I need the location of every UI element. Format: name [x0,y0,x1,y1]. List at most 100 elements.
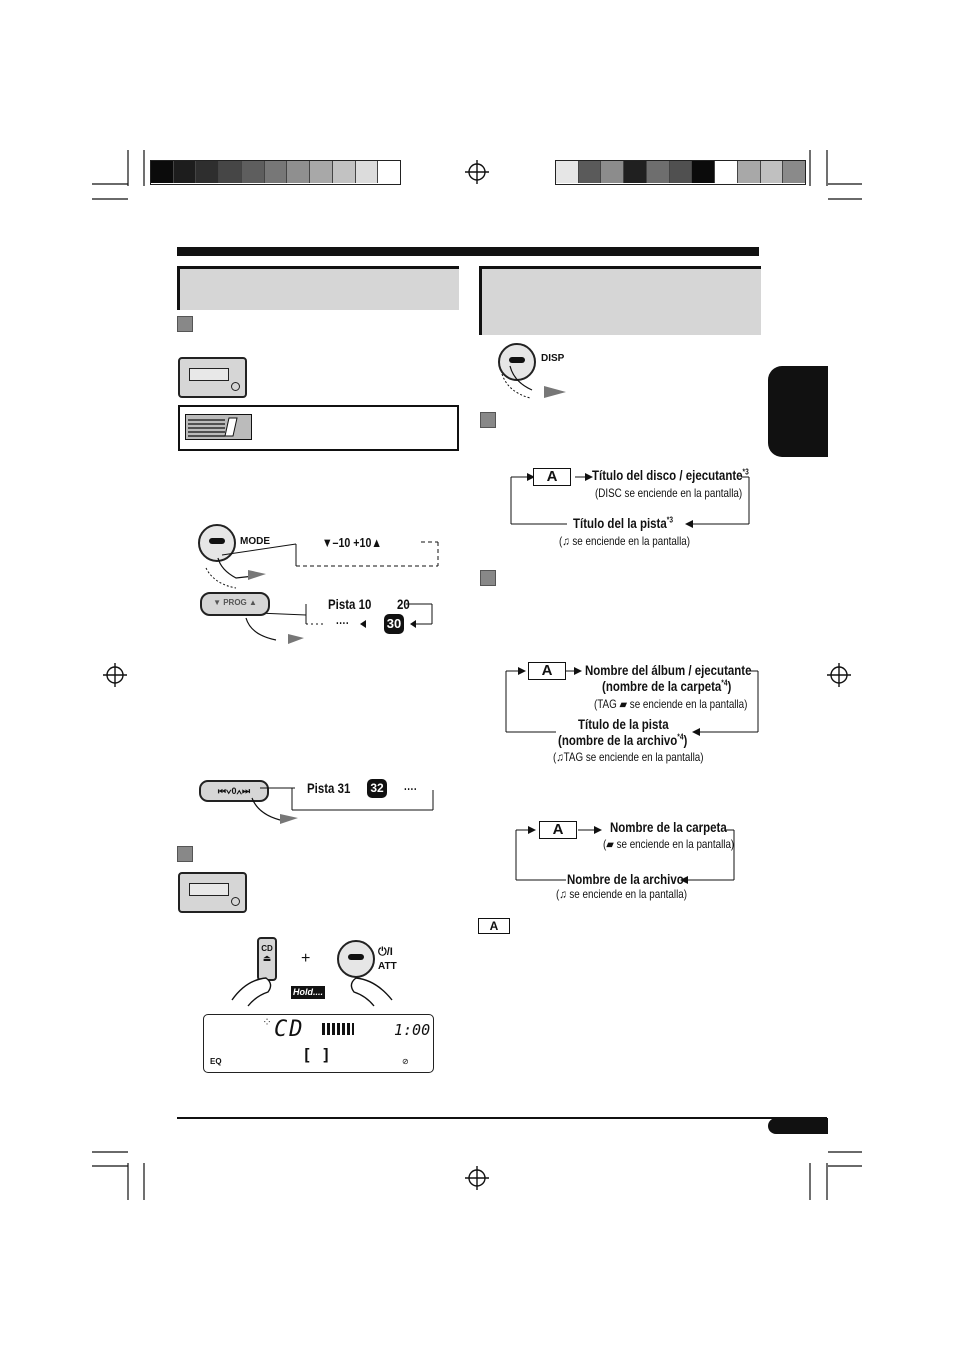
color-swatch [241,161,265,183]
flow-tag-line1b: (nombre de la carpeta*4) [602,678,731,694]
display-sparkle-icon: ⁘ [262,1015,273,1029]
prog-label: ▼ PROG ▲ [213,598,257,607]
flow-tag-line2: Título de la pista [578,716,669,732]
flow-cd-line1-sub: (DISC se enciende en la pantalla) [595,486,743,500]
flow-notag-arrows [515,826,735,884]
flow-tag-a-box: A [528,662,566,680]
plus-sign: + [301,950,311,967]
pista-badge: 30 [384,614,404,634]
mode-button[interactable] [198,524,236,562]
flow-tag-line2b: (nombre de la archivo*4) [558,732,687,748]
flow-cd-line2-sup: *3 [666,515,673,525]
color-bar-left [150,160,401,185]
language-tab [768,366,828,457]
color-swatch [264,161,288,183]
power-label: ⏻/I [378,946,393,958]
top-rule [177,247,759,256]
power-button[interactable] [337,940,375,978]
flow-tag-line2b-text: (nombre de la archivo [558,732,678,748]
skip-pista: Pista 31 [307,780,351,796]
flow-notag-line2-sub: (♫ se enciende en la pantalla) [556,887,688,901]
color-swatch [783,161,806,183]
pista-next: 20 [397,596,410,612]
flow-cd-arrows [510,473,750,528]
display-cd-text: CD [274,1017,305,1042]
indicator-icon [231,382,240,391]
page-number-tab [768,1118,828,1134]
color-swatch [355,161,379,183]
color-swatch [715,161,738,183]
button-bar-icon [209,538,225,544]
color-swatch [624,161,647,183]
flow-tag-line2b-sup: *4 [677,732,684,742]
flow-tag-line2-sub: (♫TAG se enciende en la pantalla) [553,750,704,764]
left-section-header [177,266,459,310]
color-swatch [601,161,625,183]
prog-button[interactable]: ▼ PROG ▲ [200,592,270,616]
color-swatch [287,161,311,183]
color-swatch [173,161,197,183]
color-swatch [332,161,356,183]
display-bottom: [ ] [302,1045,331,1064]
flow-cd-line1: Título del disco / ejecutante*3 [592,467,749,483]
flow-tag-line1b-sup: *4 [721,678,728,688]
disp-label: DISP [541,353,565,364]
button-bar-icon [509,357,525,363]
pista-dots: ···· [336,616,350,630]
cd-unit-icon [178,357,247,398]
flow-cd-line2-sub: (♫ se enciende en la pantalla) [559,534,691,548]
skip-button[interactable]: ⏮∨0∧⏭ [199,780,269,802]
footnote-a-box: A [478,918,510,934]
color-swatch [219,161,242,183]
display-clock-icon: ⊘ [402,1057,409,1066]
step-marker-3 [480,412,496,428]
display-bars-icon [322,1023,354,1035]
flow-tag-line1-sub: (TAG ▰ se enciende en la pantalla) [594,697,748,711]
color-swatch [692,161,716,183]
flow-notag-line1-sub: (▰ se enciende en la pantalla) [603,837,735,851]
hands-icon [231,977,393,1007]
bottom-rule [177,1117,827,1119]
indicator-icon [231,897,240,906]
skip-badge: 32 [367,779,387,798]
flow-notag-line2: Nombre de la archivo [567,871,684,887]
flow-tag-arrows [505,667,759,736]
step-marker-1 [177,316,193,332]
flow-cd-line1-sup: *3 [742,467,749,477]
hold-label: Hold.... [291,986,325,999]
color-swatch [737,161,761,183]
cd-unit-icon-2 [178,872,247,913]
color-swatch [378,161,401,183]
cd-eject-button[interactable]: CD ⏏ [257,937,277,981]
color-swatch [760,161,784,183]
cd-changer-icon [185,414,252,440]
display-window-icon [189,883,229,896]
cd-label: CD [261,944,273,953]
flow-notag-line1: Nombre de la carpeta [610,819,727,835]
mode-diagram-arrows [205,541,439,644]
color-swatch [310,161,333,183]
skip-dots: ···· [404,782,418,796]
flow-tag-line1b-text: (nombre de la carpeta [602,678,722,694]
color-swatch [151,161,174,183]
display-eq: EQ [210,1057,222,1066]
display-time: 1:00 [394,1021,431,1039]
skip-arrows-icon: ⏮∨0∧⏭ [217,786,251,796]
color-swatch [196,161,220,183]
disp-press-icon [501,365,566,399]
pista-start: Pista 10 [328,596,372,612]
flow-tag-line2b-end: ) [683,732,688,748]
flow-cd-line1-text: Título del disco / ejecutante [592,467,743,483]
att-label: ATT [378,961,397,972]
color-swatch [646,161,670,183]
skip-label: ▼–10 +10▲ [322,535,382,550]
display-window-icon [189,368,229,381]
flow-cd-line2: Título del la pista*3 [573,515,673,531]
flow-cd-line2-text: Título del la pista [573,515,667,531]
color-swatch [669,161,693,183]
disp-button[interactable] [498,343,536,381]
flow-cd-a-box: A [533,468,571,486]
flow-notag-a-box: A [539,821,577,839]
flow-tag-line1b-end: ) [727,678,732,694]
step-marker-2 [177,846,193,862]
